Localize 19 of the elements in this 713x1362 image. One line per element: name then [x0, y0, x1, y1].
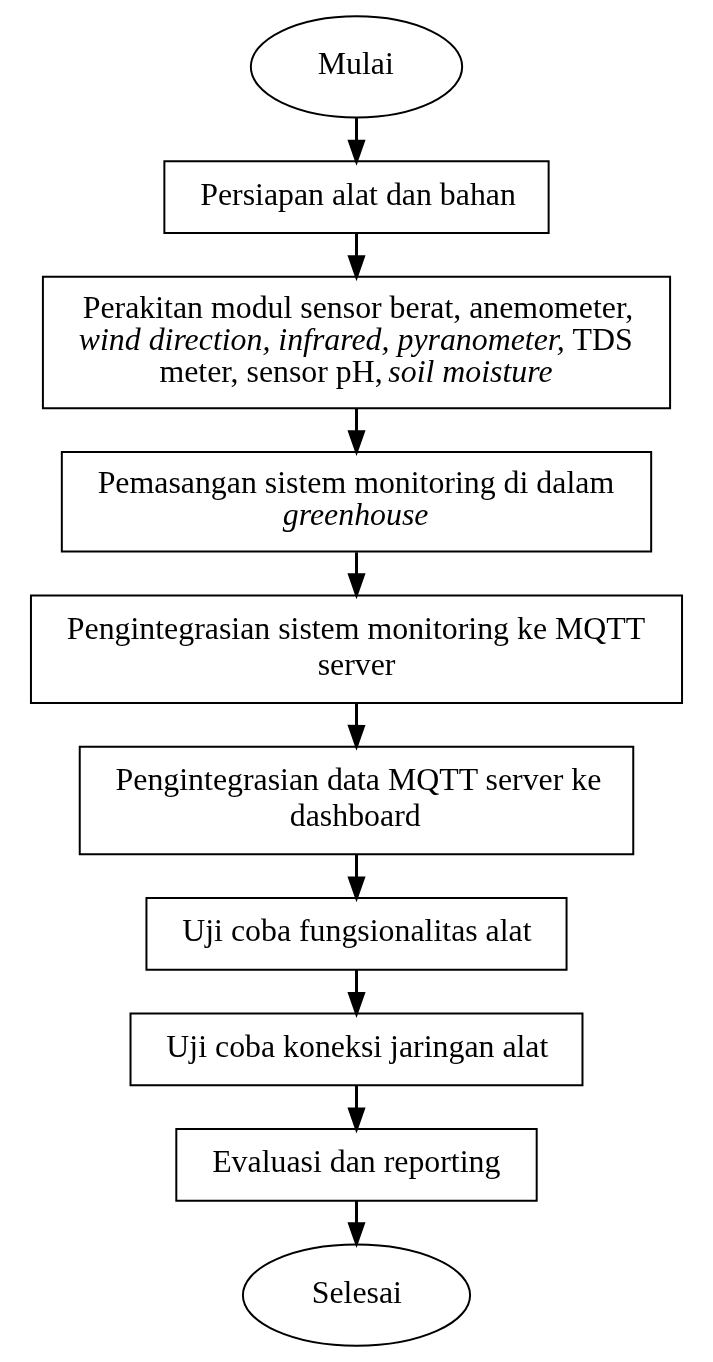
- node-box: Pengintegrasian data MQTT server ke dashboard: [78, 745, 635, 856]
- arrow: [347, 408, 366, 457]
- arrow: [347, 703, 366, 751]
- node-box: Evaluasi dan reporting: [175, 1128, 538, 1202]
- node-ellipse: Selesai: [241, 1243, 472, 1347]
- node-ellipse: Mulai: [249, 15, 464, 119]
- arrow: [347, 1200, 366, 1249]
- arrow: [347, 233, 366, 282]
- node-box: Perakitan modul sensor berat, anemometer, wind direction, infrared, pyranometer, TDS meter, sensor pH, soil moisture: [41, 275, 672, 410]
- node-box: Uji coba koneksi jaringan alat: [129, 1012, 584, 1087]
- arrow: [347, 118, 366, 166]
- arrow: [347, 552, 366, 600]
- arrow: [347, 854, 366, 903]
- node-box: Pengintegrasian sistem monitoring ke MQTT server: [29, 594, 684, 704]
- node-box: Persiapan alat dan bahan: [163, 160, 550, 234]
- node-box: Uji coba fungsionalitas alat: [145, 897, 568, 971]
- node-box: Pemasangan sistem monitoring di dalam greenhouse: [60, 451, 653, 553]
- arrow: [347, 1085, 366, 1134]
- arrow: [347, 969, 366, 1019]
